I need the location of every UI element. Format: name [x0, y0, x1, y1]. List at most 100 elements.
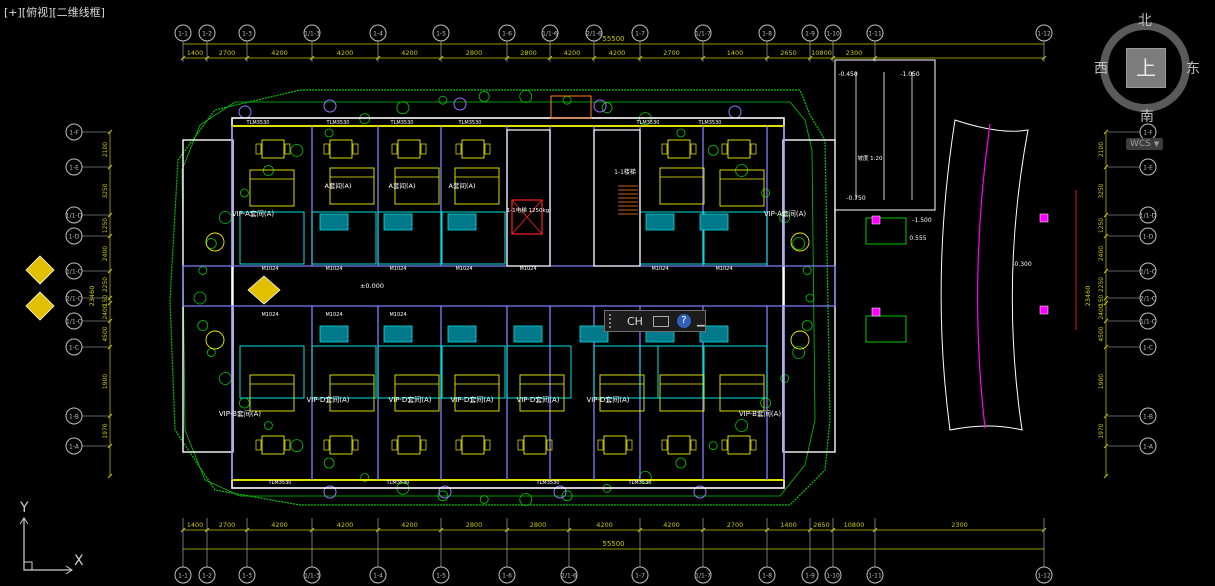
dim-bottom-value: 2300: [951, 521, 968, 529]
door-tag-4: M1024: [519, 266, 536, 272]
chair-symbol: [546, 439, 553, 451]
axis-bottom-12: 1-10: [826, 573, 840, 580]
viewcube[interactable]: 北 南 西 东 上 WCS▼: [1094, 12, 1200, 162]
shrub-symbol: [553, 485, 567, 499]
tree-symbol: [360, 472, 370, 482]
ucs-x-label: X: [74, 553, 84, 569]
dim-right-value: 2400: [1098, 304, 1105, 319]
vanity-block: [579, 325, 609, 343]
axis-top-4: 1-4: [373, 31, 383, 38]
bed-symbol: [719, 374, 765, 412]
axis-left-7: 1-C: [69, 345, 79, 352]
vanity-block: [447, 325, 477, 343]
bed-symbol: [394, 374, 440, 412]
help-icon[interactable]: ?: [676, 314, 691, 328]
chair-symbol: [323, 143, 330, 155]
dim-right-tick: [1103, 344, 1109, 350]
axis-bottom-5: 1-5: [436, 573, 446, 580]
axis-top-6: 1-6: [502, 31, 512, 38]
wcs-menu-button[interactable]: WCS▼: [1126, 138, 1164, 150]
room-label-vip-b-right: VIP-B套间(A): [739, 409, 782, 418]
table-symbol: [461, 435, 485, 455]
dim-right-tick: [1103, 164, 1109, 170]
window-tag-1: TLM3530: [326, 120, 350, 126]
dim-right-tick: [1103, 473, 1109, 479]
dim-bottom-value: 10800: [844, 521, 865, 529]
column-marker: [1039, 305, 1049, 315]
ramp-level-1: -1.050: [900, 71, 920, 78]
keyboard-icon[interactable]: [652, 315, 669, 327]
chair-symbol: [690, 143, 697, 155]
vanity-block: [699, 213, 729, 231]
tree-symbol: [396, 101, 410, 115]
ime-toolbar[interactable]: CH ? ▁: [604, 310, 706, 332]
chair-symbol: [323, 439, 330, 451]
chair-symbol: [455, 143, 462, 155]
bed-symbol: [329, 374, 375, 412]
axis-top-5: 1-5: [436, 31, 446, 38]
axis-right-1: 1-E: [1143, 165, 1153, 172]
bed-symbol: [599, 374, 645, 412]
ucs-axes-icon: [19, 517, 73, 575]
chair-symbol: [690, 439, 697, 451]
viewport-controls-label[interactable]: [+][俯视][二维线框]: [4, 6, 105, 19]
tree-symbol: [760, 397, 771, 409]
bathroom-block: [377, 211, 443, 265]
viewcube-compass-ring[interactable]: [1100, 22, 1190, 112]
table-symbol: [261, 139, 285, 159]
dim-left-value: 1900: [102, 374, 109, 389]
dim-top-value: 2650: [780, 49, 797, 57]
ramp-slope-label: 坡度 1:20: [857, 154, 883, 162]
shrub-symbol: [693, 485, 707, 499]
dim-top-value: 4200: [609, 49, 626, 57]
vanity-block: [319, 325, 349, 343]
tree-symbol: [198, 266, 208, 275]
axis-bottom-14: 1-12: [1037, 573, 1051, 580]
curved-path: [940, 119, 1029, 431]
room-label-a-0: A套间(A): [325, 181, 352, 190]
bathroom-block: [440, 211, 506, 265]
tree-symbol: [479, 495, 489, 504]
axis-right-8: 1-B: [1143, 414, 1153, 421]
axis-top-2: 1-3: [242, 31, 252, 38]
ime-language[interactable]: CH: [627, 314, 643, 328]
axis-bottom-11: 1-9: [805, 573, 815, 580]
table-symbol: [461, 139, 485, 159]
floor-plan-layer: [25, 59, 1077, 489]
dim-bottom-total: 55500: [602, 540, 624, 548]
axis-left-4: 1/1-C: [66, 269, 82, 276]
dim-top-value: 2800: [520, 49, 537, 57]
viewcube-north[interactable]: 北: [1138, 13, 1152, 29]
dim-top-value: 10800: [811, 49, 832, 57]
chair-symbol: [255, 439, 262, 451]
door-tag-7: M1024: [261, 312, 278, 318]
chair-symbol: [597, 439, 604, 451]
chair-symbol: [420, 143, 427, 155]
viewcube-west[interactable]: 西: [1094, 61, 1108, 77]
viewcube-east[interactable]: 东: [1186, 61, 1200, 77]
window-tag-9: TLM3530: [628, 480, 652, 486]
dim-bottom-value: 2650: [813, 521, 830, 529]
viewcube-top-face[interactable]: 上: [1126, 48, 1166, 88]
axis-right-5: 2/1-C: [1140, 296, 1156, 303]
chair-symbol: [352, 439, 359, 451]
table-symbol: [667, 435, 691, 455]
tree-symbol: [438, 95, 448, 105]
viewcube-south[interactable]: 南: [1140, 109, 1154, 125]
landscape-layer: [169, 89, 831, 506]
bathroom-block: [239, 211, 305, 265]
tree-symbol: [238, 397, 250, 409]
tree-symbol: [802, 266, 812, 275]
elevator-label: 1-1电梯 1250kg: [507, 206, 549, 214]
chair-symbol: [484, 439, 491, 451]
minimize-icon[interactable]: ▁: [696, 315, 705, 327]
tree-symbol: [218, 372, 232, 385]
chair-symbol: [661, 439, 668, 451]
dim-bottom-value: 1400: [780, 521, 797, 529]
grip-icon[interactable]: [609, 314, 619, 328]
dim-bottom-value: 1400: [187, 521, 204, 529]
column-marker: [871, 307, 881, 317]
shrub-symbol: [453, 97, 467, 111]
table-symbol: [329, 435, 353, 455]
